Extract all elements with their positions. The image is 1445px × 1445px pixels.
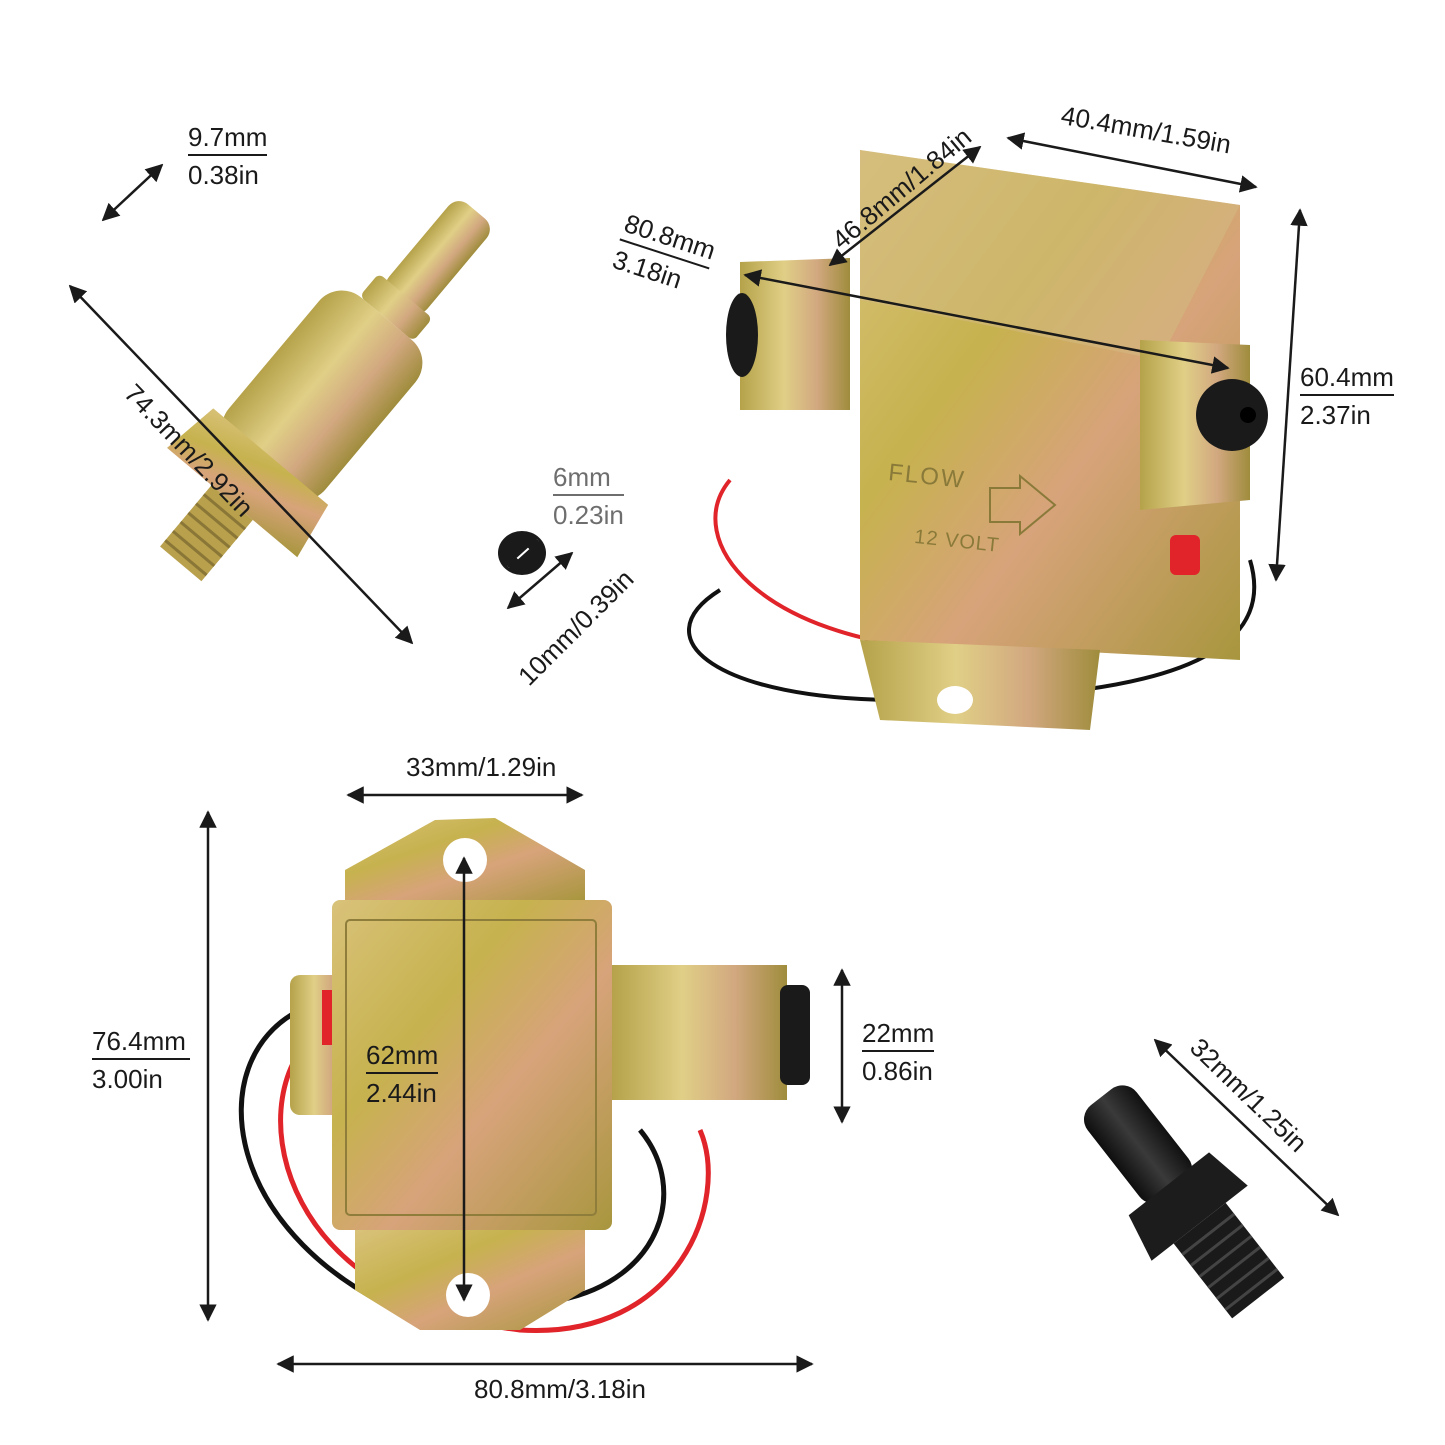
label-port-height-in: 0.86in [862, 1056, 933, 1086]
label-pump-height: 60.4mm 2.37in [1300, 362, 1394, 430]
label-pump-height-in: 2.37in [1300, 400, 1371, 430]
pump-perspective-illustration [687, 150, 1268, 730]
label-tip-diameter: 9.7mm 0.38in [188, 122, 268, 190]
label-hole-spacing-mm: 62mm [366, 1040, 439, 1074]
label-bracket-width: 33mm/1.29in [406, 752, 557, 782]
label-front-overall-length: 80.8mm/3.18in [474, 1374, 646, 1404]
label-thread-bore: 6mm 0.23in [553, 462, 624, 530]
black-wire [238, 1007, 421, 1323]
label-pump-height-mm: 60.4mm [1300, 362, 1394, 396]
label-tip-diameter-mm: 9.7mm [188, 122, 268, 156]
dimension-arrows-filter [68, 163, 574, 645]
label-thread-bore-mm: 6mm [553, 462, 624, 496]
label-hole-spacing-in: 2.44in [366, 1078, 437, 1108]
label-tip-diameter-in: 0.38in [188, 160, 259, 190]
label-thread-bore-in: 0.23in [553, 500, 624, 530]
inlet-filter-illustration [160, 201, 546, 582]
label-overall-height-mm: 76.4mm [92, 1026, 190, 1060]
dimension-arrow-hose-barb [1153, 1038, 1340, 1217]
label-port-height-mm: 22mm [862, 1018, 935, 1052]
label-overall-height: 76.4mm 3.00in [92, 1026, 190, 1094]
flow-arrow-icon [989, 473, 1057, 537]
label-hole-spacing: 62mm 2.44in [366, 1040, 439, 1108]
pump-front-illustration [238, 818, 810, 1333]
dimension-arrows-pump-front [199, 786, 851, 1373]
dimension-arrows-pump-perspective [743, 132, 1308, 582]
label-overall-height-in: 3.00in [92, 1064, 163, 1094]
label-port-height: 22mm 0.86in [862, 1018, 935, 1086]
